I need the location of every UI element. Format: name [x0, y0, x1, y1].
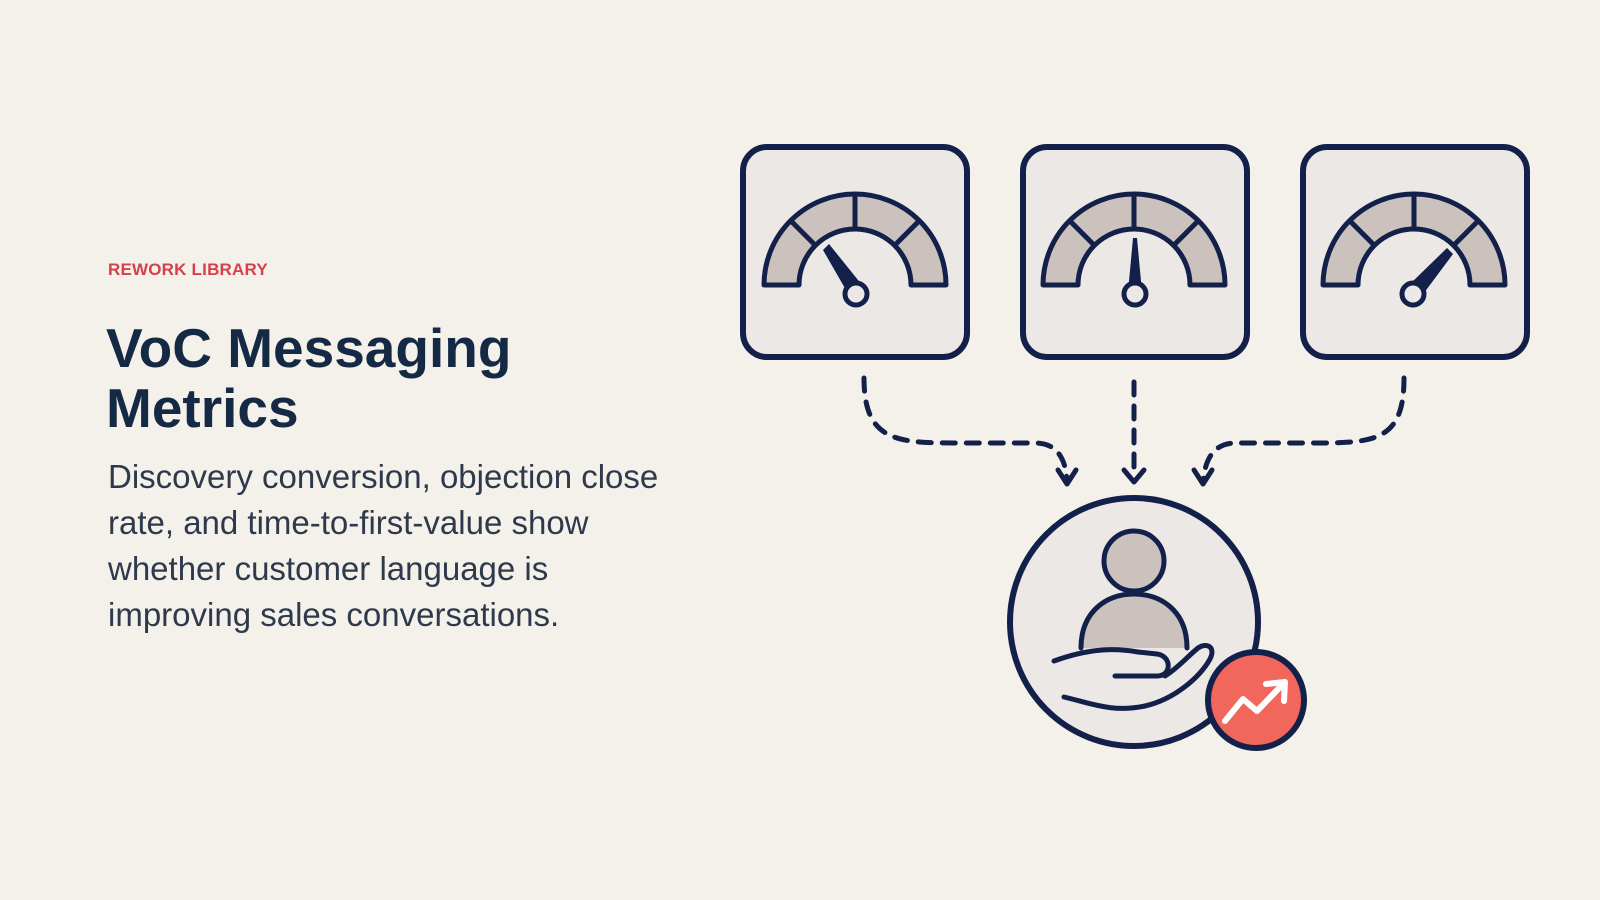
left-arrowhead	[1055, 467, 1079, 487]
slide-title: VoC Messaging Metrics	[106, 317, 512, 439]
trend-up-icon	[1205, 649, 1307, 751]
slide-description: Discovery conversion, objection close ra…	[108, 458, 659, 633]
middle-arrowhead	[1121, 467, 1147, 485]
right-arrowhead	[1191, 467, 1215, 487]
right-arrow	[1200, 375, 1407, 485]
eyebrow-label: REWORK LIBRARY	[108, 260, 268, 279]
gauge-icon	[1300, 144, 1530, 360]
customer-in-hand-icon	[1007, 495, 1261, 749]
gauge-icon	[740, 144, 970, 360]
connector-arrows	[861, 375, 1407, 487]
left-arrow	[861, 375, 1070, 485]
gauge-icon	[1020, 144, 1250, 360]
